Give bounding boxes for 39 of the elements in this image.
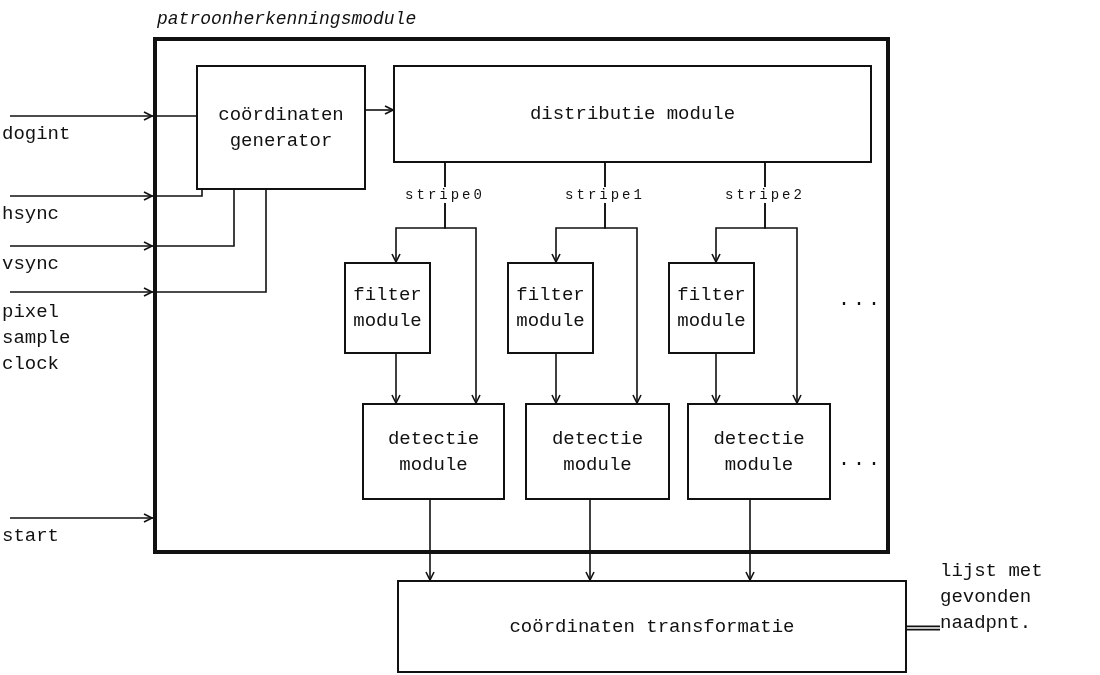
box-label: filter module: [352, 283, 423, 334]
signal-label: pixel sample clock: [2, 300, 72, 377]
process-box: [687, 403, 831, 500]
process-box: [525, 403, 670, 500]
box-label: coördinaten transformatie: [509, 614, 795, 640]
arrow: [551, 353, 561, 404]
signal-label: start: [2, 524, 59, 549]
arrow: [745, 499, 755, 581]
box-label: coördinaten generator: [217, 102, 345, 154]
process-box: [397, 580, 907, 673]
process-box: [344, 262, 431, 354]
ellipsis-text: ...: [838, 288, 883, 311]
arrow: [604, 162, 642, 404]
box-label: filter module: [515, 283, 586, 334]
arrow: [585, 499, 595, 581]
box-label: filter module: [676, 283, 747, 334]
arrow: [764, 162, 802, 404]
signal-label: lijst met gevonden naadpnt.: [940, 559, 1044, 636]
signal-label: dogint: [2, 122, 71, 147]
process-box: [393, 65, 872, 163]
process-box: [196, 65, 366, 190]
signal-label: vsync: [2, 252, 59, 277]
ellipsis-text: ...: [838, 448, 883, 471]
arrow: [425, 499, 435, 581]
box-label: detectie module: [550, 426, 645, 478]
arrow: [444, 162, 481, 404]
arrow: [9, 513, 154, 523]
signal-label: hsync: [2, 202, 59, 227]
process-box: [668, 262, 755, 354]
arrow: [391, 353, 401, 404]
box-label: detectie module: [386, 426, 481, 478]
arrow: [711, 353, 721, 404]
process-box: [362, 403, 505, 500]
arrow: [365, 105, 394, 115]
box-label: distributie module: [529, 102, 736, 127]
process-box: [507, 262, 594, 354]
module-heading: patroonherkenningsmodule: [157, 9, 417, 29]
box-label: detectie module: [712, 426, 806, 478]
double-line: [906, 625, 941, 631]
